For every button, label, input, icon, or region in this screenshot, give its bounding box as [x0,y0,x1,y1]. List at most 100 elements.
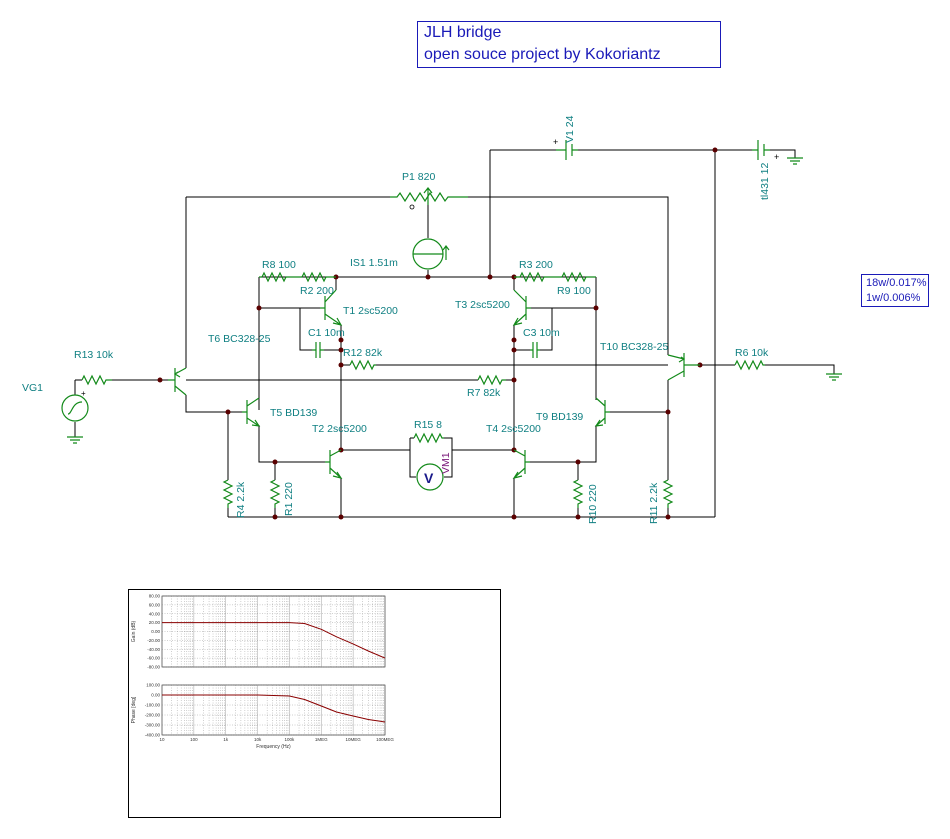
title-line-1: JLH bridge [424,24,502,41]
gain-y-tick-label: 40.00 [149,611,161,616]
r12-label: R12 82k [343,347,383,359]
distortion-note-line-1: 18w/0.017% [866,277,927,289]
gain-y-tick-label: 80.00 [149,594,161,599]
r4-resistor: R4 2.2k [222,479,247,518]
r6-resistor: R6 10k [734,347,769,371]
t4-transistor: T4 2sc5200 [486,423,541,479]
r9-label: R9 100 [557,285,591,297]
x-tick-label: 100k [285,737,296,742]
bode-plot: 80.00 60.00 40.00 20.00 0.00 -20.00 -40.00 -60.… [131,594,394,751]
r7-label: R7 82k [467,387,501,399]
phase-y-tick-label: -400.00 [145,733,161,738]
t3-label: T3 2sc5200 [455,299,510,311]
t10-label: T10 BC328-25 [600,341,668,353]
r3-resistor: R3 200 [514,259,556,283]
gain-y-tick-label: -80.00 [147,665,160,670]
r9-resistor: R9 100 [556,271,596,297]
t10-transistor: T10 BC328-25 [600,341,700,381]
gain-series-line [162,622,386,659]
t2-transistor: T2 2sc5200 [312,423,367,479]
x-tick-label: 100 [190,737,198,742]
is1-current-source: IS1 1.51m [350,238,450,270]
r3-label: R3 200 [519,259,553,271]
x-tick-label: 10MEG [346,737,362,742]
r10-label: R10 220 [587,484,599,524]
gain-y-tick-label: 20.00 [149,620,161,625]
t5-transistor: T5 BD139 [242,397,317,427]
r4-label: R4 2.2k [235,481,247,518]
r11-resistor: R11 2.2k [648,479,674,524]
r6-label: R6 10k [735,347,769,359]
r8-resistor: R8 100 [259,259,296,283]
v1-label: V1 24 [564,115,576,143]
bode-plot-frame: 80.00 60.00 40.00 20.00 0.00 -20.00 -40.00 -60.… [128,589,501,818]
t1-transistor: T1 2sc5200 [320,289,398,326]
r8-label: R8 100 [262,259,296,271]
tl431-label: tl431 12 [759,162,771,200]
r2-resistor: R2 200 [296,271,336,297]
phase-y-tick-label: -200.00 [145,713,161,718]
r13-resistor: R13 10k [74,349,114,386]
c1-capacitor: C1 10m [308,327,345,358]
phase-series-line [162,694,386,723]
wires [74,149,835,518]
v1-plus-sign: + [553,137,558,147]
r1-label: R1 220 [283,482,295,516]
vg1-label: VG1 [22,382,43,394]
t6-transistor: T6 BC328-25 [168,333,271,396]
vm1-label: VM1 [440,452,452,474]
phase-axis-label: Phase [deg] [131,696,137,723]
gain-y-tick-label: 0.00 [151,629,160,634]
gain-y-tick-label: -20.00 [147,638,160,643]
r15-label: R15 8 [414,419,442,431]
vm1-voltmeter: V VM1 [416,452,452,491]
phase-y-tick-label: 0.00 [151,693,160,698]
v1-battery: V1 24 + [553,115,578,160]
x-tick-label: 10k [254,737,262,742]
r13-label: R13 10k [74,349,114,361]
t6-label: T6 BC328-25 [208,333,271,345]
c1-label: C1 10m [308,327,345,339]
r7-resistor: R7 82k [467,374,506,399]
r15-resistor: R15 8 [413,419,444,444]
x-tick-label: 100MEG [376,737,394,742]
title-box: JLH bridge open souce project by Kokoria… [417,21,721,68]
x-tick-label: 1MEG [315,737,328,742]
vg1-signal-generator: + VG1 [22,382,89,422]
phase-y-tick-label: -300.00 [145,723,161,728]
is1-label: IS1 1.51m [350,257,398,269]
c3-capacitor: C3 10m [523,327,560,358]
distortion-note-box: 18w/0.017% 1w/0.006% [861,274,929,307]
t9-transistor: T9 BD139 [536,397,610,427]
c3-label: C3 10m [523,327,560,339]
x-tick-label: 10 [159,737,165,742]
gain-axis-label: Gain (dB) [131,620,137,642]
tl431-plus-sign: + [774,152,779,162]
vg1-plus-sign: + [81,389,86,398]
title-line-2: open souce project by Kokoriantz [424,46,661,63]
r10-resistor: R10 220 [572,479,599,524]
t9-label: T9 BD139 [536,411,583,423]
t4-label: T4 2sc5200 [486,423,541,435]
t2-label: T2 2sc5200 [312,423,367,435]
x-tick-label: 1k [223,737,229,742]
t1-label: T1 2sc5200 [343,305,398,317]
phase-y-tick-label: 100.00 [146,683,160,688]
phase-y-tick-label: -100.00 [145,703,161,708]
vm1-v-glyph: V [424,470,434,486]
p1-label: P1 820 [402,171,435,183]
p1-potentiometer: P1 820 [390,171,468,210]
gain-y-tick-label: -60.00 [147,656,160,661]
t3-transistor: T3 2sc5200 [455,289,531,326]
tl431-battery: tl431 12 + [752,140,779,200]
gain-y-tick-label: 60.00 [149,602,161,607]
r11-label: R11 2.2k [648,482,660,524]
r2-label: R2 200 [300,285,334,297]
distortion-note-line-2: 1w/0.006% [866,292,921,304]
gain-y-tick-label: -40.00 [147,647,160,652]
r12-resistor: R12 82k [343,347,383,371]
ground-symbols [67,157,842,444]
t5-label: T5 BD139 [270,407,317,419]
